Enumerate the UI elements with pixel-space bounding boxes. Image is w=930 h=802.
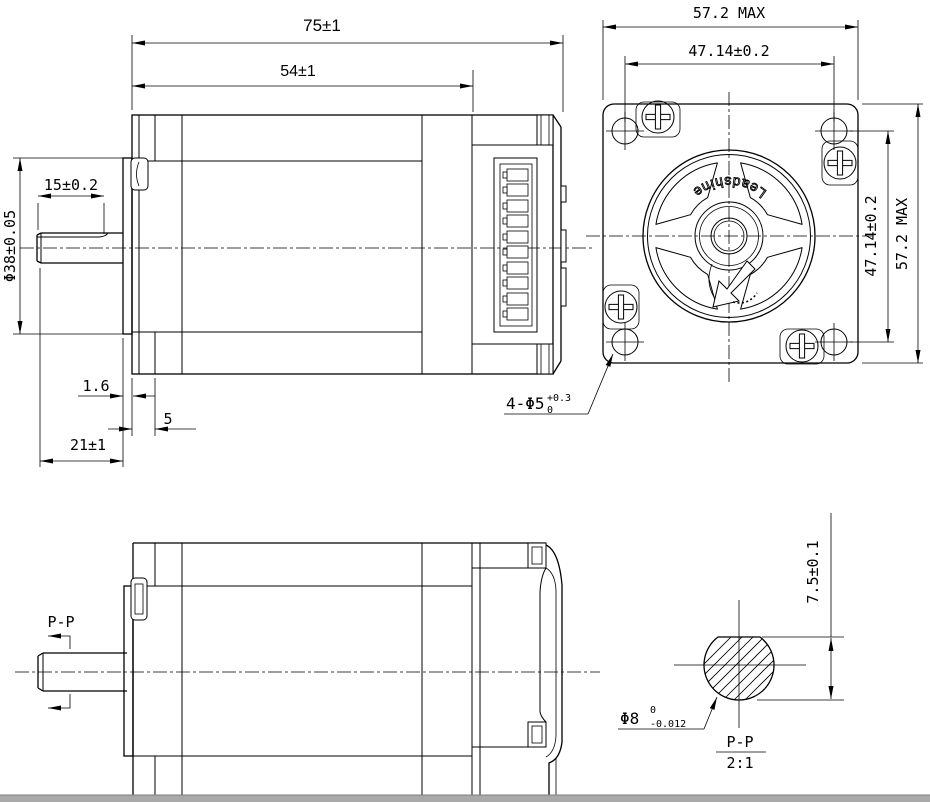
shaft-hole bbox=[710, 217, 748, 255]
dim-flange-depth: 5 bbox=[108, 378, 196, 436]
dim-pilot-thickness: 1.6 bbox=[78, 338, 155, 467]
section-arrow-lower bbox=[48, 694, 71, 711]
hub-outer-circle bbox=[694, 201, 764, 271]
connector-pins bbox=[502, 168, 529, 321]
holes-callout-sup: +0.3 bbox=[547, 393, 571, 404]
dim-hole-spacing-v-text: 47.14±0.2 bbox=[862, 195, 880, 276]
section-cut-label: P-P bbox=[47, 613, 74, 631]
dim-height-max-text: 57.2 MAX bbox=[893, 198, 911, 270]
holes-callout-prefix: 4-Φ5 bbox=[506, 394, 545, 413]
dim-pilot-thickness-text: 1.6 bbox=[82, 377, 109, 395]
shaft-callout-sub: -0.012 bbox=[650, 719, 686, 730]
rear-housing-top-view bbox=[472, 542, 563, 795]
mounting-holes-callout: 4-Φ5 +0.3 0 bbox=[504, 353, 614, 416]
top-view: P-P bbox=[15, 542, 600, 795]
dim-shaft-length: 21±1 bbox=[39, 268, 123, 467]
section-title-block: P-P 2:1 bbox=[716, 733, 766, 772]
section-cut-marker: P-P bbox=[47, 613, 75, 711]
rear-housing-side bbox=[472, 114, 567, 375]
direction-arrow-glyph bbox=[708, 260, 758, 308]
dim-shaft-length-text: 21±1 bbox=[70, 436, 106, 454]
front-screw-head-side bbox=[130, 157, 149, 191]
mounting-holes bbox=[606, 112, 853, 361]
dim-body-length-text: 54±1 bbox=[280, 63, 316, 80]
dim-pilot-diameter-text: Φ38±0.05 bbox=[1, 210, 19, 282]
dim-flat-height: 7.5±0.1 bbox=[757, 513, 844, 701]
rear-tab-bottom bbox=[527, 721, 547, 748]
dim-overall-length-text: 75±1 bbox=[303, 16, 341, 35]
flange-outline bbox=[602, 103, 859, 364]
dim-hole-spacing-h: 47.14±0.2 bbox=[624, 42, 835, 122]
dim-height-max: 57.2 MAX bbox=[862, 103, 923, 364]
cover-tab-3 bbox=[560, 267, 567, 307]
connector-side bbox=[493, 157, 538, 333]
holes-callout-sub: 0 bbox=[547, 405, 553, 416]
dim-pilot-diameter: Φ38±0.05 bbox=[1, 157, 128, 335]
mounting-hole-bl bbox=[606, 323, 644, 361]
dim-overall-length: 75±1 bbox=[131, 16, 564, 112]
dim-width-max-text: 57.2 MAX bbox=[693, 4, 765, 22]
front-screw-head-top-view bbox=[130, 577, 148, 621]
bottom-bar-fill bbox=[0, 795, 930, 802]
section-title: P-P bbox=[726, 733, 753, 751]
bell-windows bbox=[655, 162, 803, 310]
dim-shaft-flat-text: 15±0.2 bbox=[44, 176, 98, 194]
side-view-dimensions: 75±1 54±1 15±0.2 Φ38±0.05 1.6 bbox=[1, 16, 564, 467]
mounting-hole-br bbox=[815, 323, 853, 361]
section-scale: 2:1 bbox=[726, 754, 753, 772]
dim-body-length: 54±1 bbox=[132, 63, 474, 112]
dim-flange-depth-text: 5 bbox=[163, 410, 172, 428]
phillips-screw-4 bbox=[785, 329, 819, 363]
phillips-screw-3 bbox=[604, 290, 638, 324]
shaft-callout-prefix: Φ8 bbox=[620, 709, 639, 728]
rear-screw-head-top bbox=[536, 114, 554, 146]
shaft-side bbox=[36, 232, 123, 264]
bottom-bar bbox=[0, 794, 930, 802]
front-view-dimensions: 57.2 MAX 47.14±0.2 47.14±0.2 57.2 MAX 4-… bbox=[504, 4, 923, 416]
dim-width-max: 57.2 MAX bbox=[602, 4, 859, 100]
cover-tab-2 bbox=[560, 229, 567, 263]
rear-screw-head-bottom bbox=[536, 343, 554, 375]
phillips-screw-1 bbox=[641, 100, 675, 134]
shaft-flat-edge bbox=[37, 232, 109, 238]
shaft-top-view bbox=[37, 652, 127, 692]
phillips-screw-2 bbox=[823, 146, 857, 180]
dim-shaft-flat-length: 15±0.2 bbox=[37, 176, 105, 234]
shaft-callout-sup: 0 bbox=[650, 705, 656, 716]
pilot-boss-top bbox=[123, 585, 134, 757]
shaft-diameter-callout: Φ8 0 -0.012 bbox=[618, 696, 718, 730]
dim-flat-height-text: 7.5±0.1 bbox=[804, 540, 822, 603]
dim-hole-spacing-h-text: 47.14±0.2 bbox=[688, 42, 769, 60]
cover-screws bbox=[602, 100, 859, 365]
rear-tab-top bbox=[527, 542, 547, 569]
cover-tab-1 bbox=[560, 185, 567, 203]
section-arrow-upper bbox=[48, 633, 71, 649]
dim-hole-spacing-v: 47.14±0.2 bbox=[850, 130, 894, 343]
